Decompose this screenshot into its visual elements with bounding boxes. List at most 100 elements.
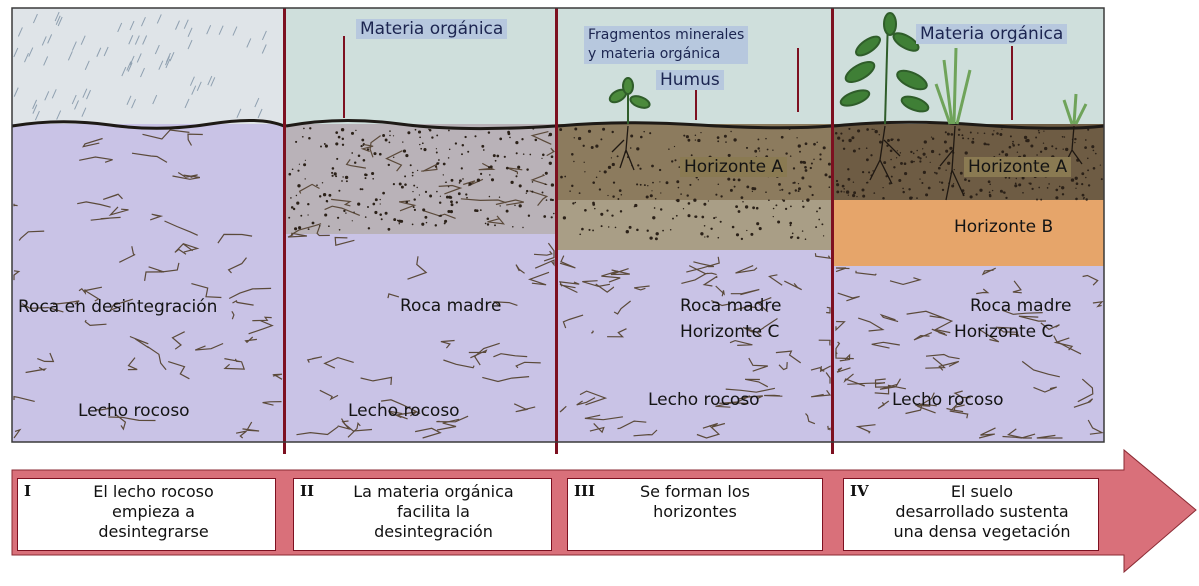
soil-particle bbox=[649, 194, 653, 198]
soil-particle bbox=[620, 193, 623, 196]
rain-streak bbox=[86, 89, 91, 100]
soil-particle bbox=[861, 188, 865, 192]
rock-crack bbox=[949, 410, 969, 419]
soil-particle bbox=[937, 166, 941, 170]
soil-particle bbox=[713, 217, 716, 220]
soil-particle bbox=[518, 184, 522, 188]
soil-particle bbox=[983, 132, 986, 135]
soil-particle bbox=[758, 227, 762, 231]
soil-particle bbox=[1087, 128, 1090, 131]
soil-particle bbox=[450, 203, 454, 207]
rock-crack bbox=[460, 198, 507, 204]
soil-particle bbox=[487, 166, 491, 169]
soil-particle bbox=[697, 138, 701, 143]
soil-particle bbox=[957, 128, 961, 131]
soil-particle bbox=[292, 207, 296, 211]
rock-crack bbox=[839, 353, 851, 362]
soil-particle bbox=[484, 222, 487, 225]
soil-particle bbox=[389, 130, 391, 132]
rock-crack bbox=[916, 392, 936, 414]
soil-particle bbox=[450, 178, 454, 182]
soil-particle bbox=[1036, 154, 1038, 156]
rock-crack bbox=[732, 305, 757, 311]
soil-particle bbox=[588, 228, 591, 231]
soil-particle bbox=[344, 175, 349, 180]
rain-streak bbox=[129, 20, 135, 31]
soil-particle bbox=[1021, 176, 1025, 180]
rock-crack bbox=[533, 250, 553, 256]
soil-particle bbox=[750, 232, 754, 236]
soil-particle bbox=[813, 142, 816, 146]
rain-streak bbox=[165, 58, 171, 69]
soil-particle bbox=[989, 183, 991, 186]
soil-particle bbox=[841, 139, 845, 142]
soil-particle bbox=[379, 213, 382, 216]
soil-particle bbox=[467, 150, 470, 153]
soil-particle bbox=[616, 155, 619, 158]
soil-particle bbox=[288, 216, 291, 219]
soil-particle bbox=[808, 185, 810, 187]
soil-particle bbox=[1009, 135, 1012, 138]
rock-crack bbox=[977, 328, 1000, 343]
soil-particle bbox=[457, 192, 461, 196]
rock-crack bbox=[711, 300, 733, 307]
rock-crack bbox=[576, 397, 596, 406]
soil-particle bbox=[822, 146, 826, 150]
soil-particle bbox=[1008, 176, 1011, 179]
soil-particle bbox=[587, 129, 592, 133]
soil-particle bbox=[922, 170, 926, 174]
rock-crack bbox=[633, 429, 658, 437]
soil-particle bbox=[729, 188, 733, 192]
rock-crack bbox=[242, 421, 260, 432]
soil-particle bbox=[929, 161, 931, 164]
soil-particle bbox=[1003, 191, 1006, 194]
soil-particle bbox=[697, 179, 699, 181]
soil-particle bbox=[633, 206, 635, 208]
soil-particle bbox=[668, 148, 670, 150]
soil-particle bbox=[550, 216, 553, 219]
soil-particle bbox=[321, 182, 324, 184]
soil-particle bbox=[611, 130, 614, 134]
soil-particle bbox=[789, 224, 792, 227]
rain-streak bbox=[127, 62, 133, 72]
soil-particle bbox=[791, 232, 794, 235]
soil-particle bbox=[1075, 187, 1077, 189]
soil-particle bbox=[1031, 187, 1034, 191]
rock-crack bbox=[925, 357, 946, 369]
stage-4-caption: El suelo desarrollado sustenta una densa… bbox=[893, 482, 1071, 541]
rain-streak bbox=[218, 25, 224, 35]
rock-crack bbox=[108, 206, 129, 216]
rock-crack bbox=[775, 350, 802, 364]
soil-particle bbox=[398, 219, 402, 223]
divider-3 bbox=[831, 8, 834, 454]
rain-streak bbox=[140, 17, 146, 27]
rock-crack bbox=[95, 407, 114, 411]
soil-particle bbox=[983, 142, 987, 146]
soil-particle bbox=[462, 178, 464, 180]
rock-crack bbox=[252, 316, 272, 322]
soil-particle bbox=[629, 147, 632, 149]
rain-streak bbox=[158, 60, 164, 70]
rock-crack bbox=[296, 426, 339, 436]
rock-crack bbox=[398, 200, 417, 212]
soil-particle bbox=[792, 167, 796, 170]
rock-crack bbox=[171, 331, 185, 350]
soil-particle bbox=[465, 193, 468, 196]
soil-particle bbox=[785, 152, 788, 155]
rain-streak bbox=[47, 34, 53, 44]
soil-particle bbox=[320, 145, 322, 148]
soil-particle bbox=[871, 128, 873, 130]
rock-crack bbox=[487, 215, 506, 225]
rain-streak bbox=[128, 35, 134, 45]
stage-1-number: I bbox=[24, 482, 32, 500]
soil-particle bbox=[751, 187, 755, 191]
rock-crack bbox=[874, 384, 907, 395]
rock-crack bbox=[582, 280, 611, 288]
rock-crack bbox=[530, 173, 548, 186]
soil-particle bbox=[925, 193, 929, 197]
stage-2-caption: La materia orgánica facilita la desinteg… bbox=[353, 482, 514, 541]
soil-particle bbox=[988, 193, 992, 197]
soil-particle bbox=[757, 138, 760, 141]
soil-particle bbox=[592, 229, 595, 232]
rock-crack bbox=[323, 356, 354, 369]
